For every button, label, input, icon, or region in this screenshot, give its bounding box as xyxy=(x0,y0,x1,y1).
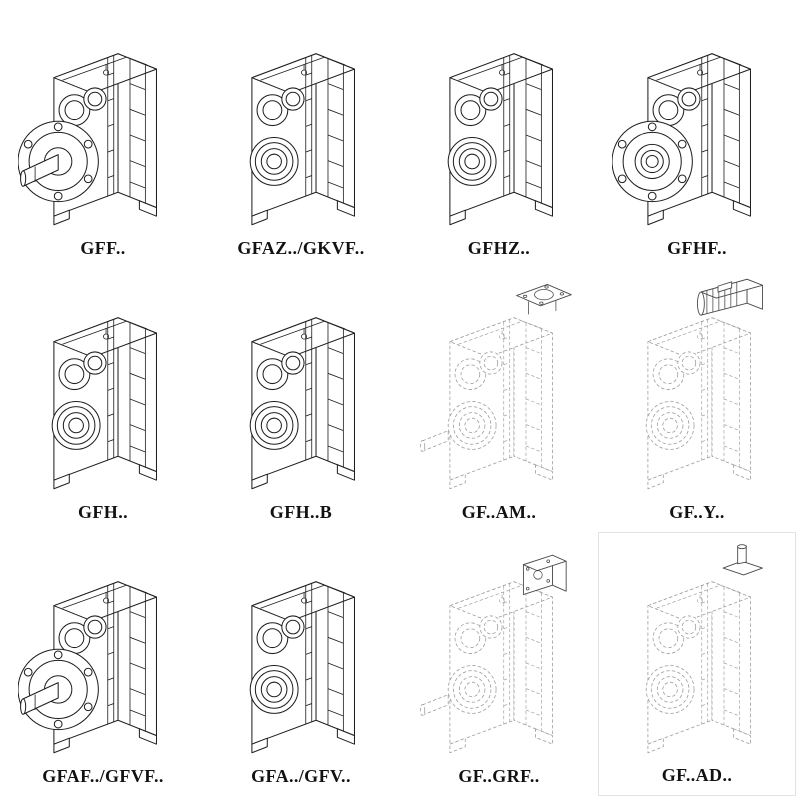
gearbox-drawing xyxy=(600,271,794,496)
gearbox-cover-adapter-drawing xyxy=(419,554,567,753)
model-label: GFAF../GFVF.. xyxy=(42,765,164,786)
catalog-cell: GFH..B xyxy=(202,268,400,532)
gearbox-drawing xyxy=(6,271,200,496)
model-label: GFHF.. xyxy=(667,237,727,258)
gearbox-hollow-shaft-drawing xyxy=(51,316,157,489)
catalog-cell: GFH.. xyxy=(4,268,202,532)
model-label: GFHZ.. xyxy=(467,237,531,258)
gearbox-drawing xyxy=(402,535,596,760)
catalog-cell: GFHZ.. xyxy=(400,4,598,268)
catalog-cell: GFAZ../GKVF.. xyxy=(202,4,400,268)
catalog-cell: GF..Y.. xyxy=(598,268,796,532)
gearbox-flange-hollow-shaft-drawing xyxy=(611,52,751,225)
model-label: GF..AM.. xyxy=(461,501,537,522)
gearbox-drawing xyxy=(601,536,793,759)
gearbox-drawing xyxy=(6,535,200,760)
model-label: GFH.. xyxy=(78,501,128,522)
gearbox-hollow-shaft-foot-drawing xyxy=(249,316,355,489)
catalog-cell: GF..AD.. xyxy=(598,532,796,796)
catalog-cell: GFF.. xyxy=(4,4,202,268)
model-label: GFA../GFV.. xyxy=(251,765,351,786)
model-label: GF..Y.. xyxy=(669,501,725,522)
gearbox-hollow-shaft-drawing xyxy=(249,580,355,753)
catalog-cell: GFHF.. xyxy=(598,4,796,268)
gearbox-drawing xyxy=(6,7,200,232)
model-label: GF..GRF.. xyxy=(458,765,540,786)
gearbox-drawing xyxy=(204,535,398,760)
model-label: GF..AD.. xyxy=(661,764,733,785)
gearbox-drawing xyxy=(204,271,398,496)
catalog-cell: GF..AM.. xyxy=(400,268,598,532)
model-label: GFH..B xyxy=(269,501,333,522)
gearbox-flange-output-shaft-drawing xyxy=(17,580,157,753)
model-label: GFF.. xyxy=(80,237,126,258)
catalog-cell: GF..GRF.. xyxy=(400,532,598,796)
catalog-cell: GFAF../GFVF.. xyxy=(4,532,202,796)
gearbox-input-shaft-adapter-drawing xyxy=(645,543,763,753)
gearbox-hollow-shaft-drawing xyxy=(249,52,355,225)
gearmotor-with-motor-drawing xyxy=(645,278,763,489)
gearbox-flange-output-shaft-drawing xyxy=(17,52,157,225)
model-label: GFAZ../GKVF.. xyxy=(237,237,365,258)
gearbox-drawing xyxy=(402,271,596,496)
gearbox-drawing xyxy=(402,7,596,232)
catalog-cell: GFA../GFV.. xyxy=(202,532,400,796)
gearbox-drawing xyxy=(204,7,398,232)
gearbox-hollow-shaft-drawing xyxy=(447,52,553,225)
gearbox-iec-motor-adapter-drawing xyxy=(419,283,572,489)
gearbox-drawing xyxy=(600,7,794,232)
